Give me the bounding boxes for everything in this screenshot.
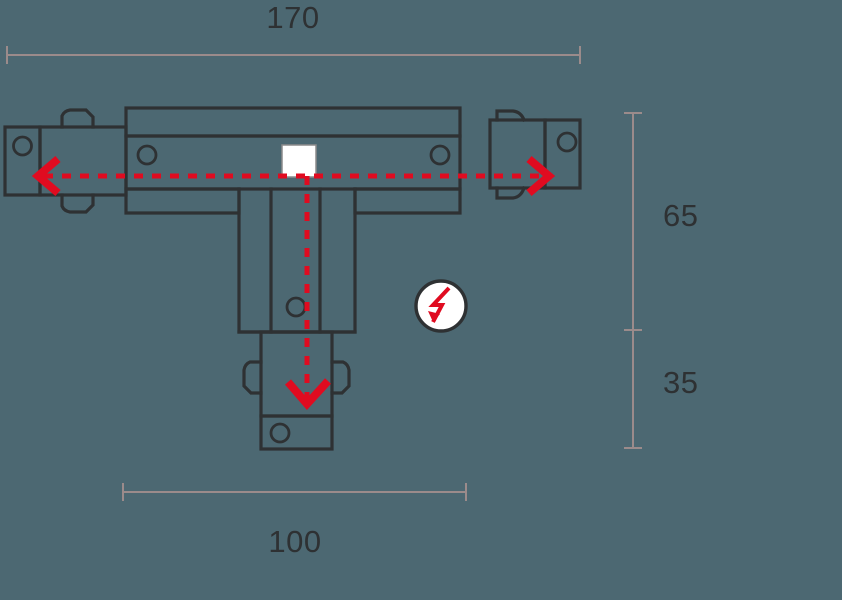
- electrical-hazard-icon: [414, 279, 468, 333]
- dimension-line-170: [6, 46, 581, 64]
- dimension-label-170: 170: [266, 0, 320, 35]
- center-terminal-block: [281, 144, 317, 178]
- power-flow-path: [44, 173, 545, 400]
- dimension-label-65: 65: [663, 198, 699, 233]
- right-arm-body: [488, 109, 547, 200]
- flow-arrow-left: [31, 155, 61, 197]
- dimension-label-35: 35: [663, 365, 699, 400]
- flow-arrow-down: [284, 378, 331, 411]
- flow-arrow-right: [526, 155, 556, 197]
- bottom-end-cap: [259, 414, 334, 451]
- bottom-connector-body: [242, 330, 351, 418]
- left-end-cap: [3, 125, 42, 197]
- t-junction-shoulders: [124, 187, 462, 215]
- dimension-line-100: [122, 483, 467, 501]
- vertical-stem: [237, 187, 357, 334]
- dimension-line-vertical: [624, 112, 642, 449]
- main-horizontal-bar: [124, 106, 462, 191]
- dimension-label-100: 100: [268, 524, 322, 559]
